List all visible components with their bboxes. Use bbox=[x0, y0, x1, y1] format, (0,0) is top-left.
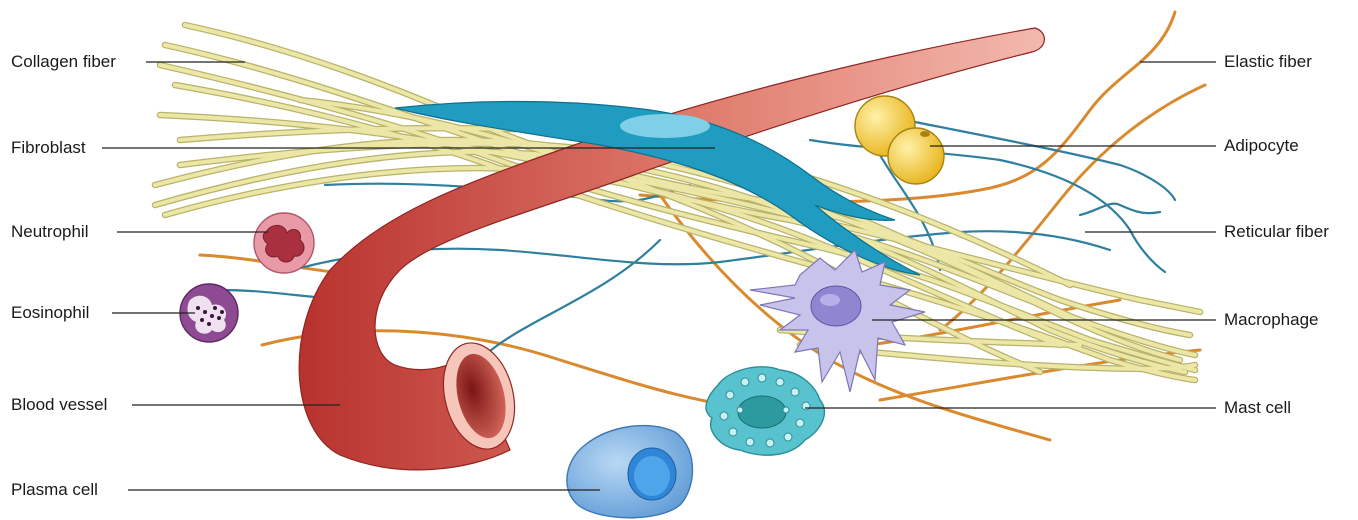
label-eosinophil: Eosinophil bbox=[11, 303, 89, 323]
label-elastic-fiber: Elastic fiber bbox=[1224, 52, 1312, 72]
label-reticular-fiber: Reticular fiber bbox=[1224, 222, 1329, 242]
label-macrophage: Macrophage bbox=[1224, 310, 1319, 330]
label-plasma-cell: Plasma cell bbox=[11, 480, 98, 500]
plasma-cell bbox=[567, 426, 693, 518]
neutrophil bbox=[254, 213, 314, 273]
label-adipocyte: Adipocyte bbox=[1224, 136, 1299, 156]
label-neutrophil: Neutrophil bbox=[11, 222, 89, 242]
mast-cell bbox=[706, 367, 824, 455]
label-collagen-fiber: Collagen fiber bbox=[11, 52, 116, 72]
label-fibroblast: Fibroblast bbox=[11, 138, 86, 158]
adipocytes bbox=[855, 96, 944, 184]
label-mast-cell: Mast cell bbox=[1224, 398, 1291, 418]
label-blood-vessel: Blood vessel bbox=[11, 395, 107, 415]
